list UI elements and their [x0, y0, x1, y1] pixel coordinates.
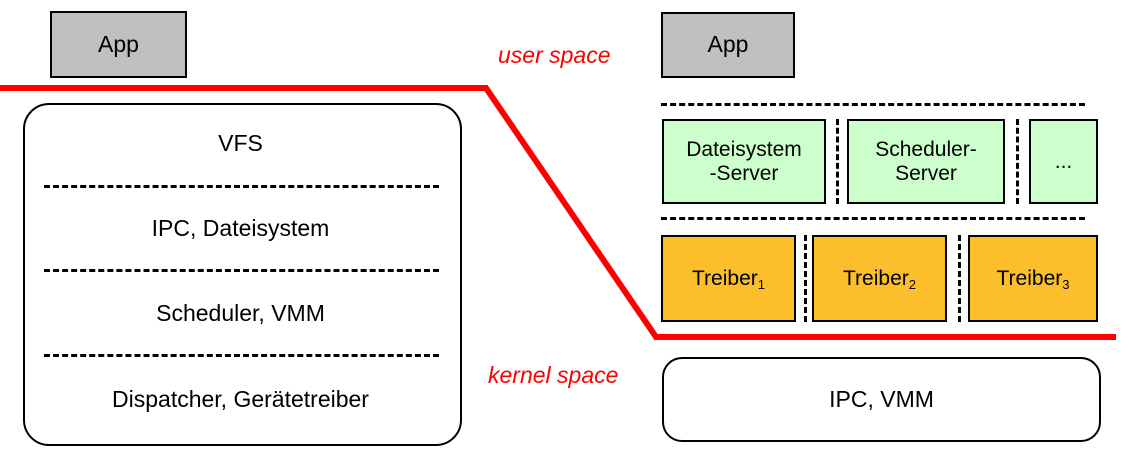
- driver-separator-1: [804, 235, 807, 322]
- server-band-top-divider: [661, 103, 1085, 106]
- kernel-divider-1: [44, 185, 439, 188]
- driver-label-name: Treiber: [692, 266, 758, 290]
- kernel-row-scheduler-vmm: Scheduler, VMM: [23, 296, 458, 330]
- driver-box-3: Treiber3: [968, 235, 1098, 322]
- driver-label-name: Treiber: [996, 266, 1063, 290]
- kernel-divider-3: [44, 354, 439, 357]
- server-separator-2: [1016, 119, 1019, 204]
- server-label-line1: Dateisystem: [686, 137, 802, 161]
- driver-box-2: Treiber2: [812, 235, 947, 322]
- server-band-bottom-divider: [661, 217, 1085, 220]
- driver-separator-2: [958, 235, 961, 322]
- server-label: Dateisystem -Server: [686, 138, 802, 185]
- server-box-ellipsis: ...: [1029, 119, 1098, 204]
- microkernel-box: IPC, VMM: [662, 357, 1101, 442]
- driver-label-index: 1: [757, 276, 765, 292]
- kernel-row-label: Dispatcher, Gerätetreiber: [112, 385, 369, 412]
- kernel-row-vfs: VFS: [23, 126, 458, 160]
- driver-label-name: Treiber: [843, 266, 909, 290]
- driver-label: Treiber2: [843, 266, 916, 292]
- left-app-label: App: [98, 30, 139, 57]
- kernel-row-dispatcher-geraetetreiber: Dispatcher, Gerätetreiber: [23, 382, 458, 416]
- server-box-scheduler: Scheduler- Server: [847, 119, 1005, 204]
- driver-label-index: 3: [1062, 276, 1070, 292]
- server-box-dateisystem: Dateisystem -Server: [662, 119, 826, 204]
- kernel-row-label: VFS: [218, 129, 263, 156]
- kernel-row-ipc-dateisystem: IPC, Dateisystem: [23, 211, 458, 245]
- kernel-space-label: kernel space: [488, 362, 619, 388]
- kernel-divider-2: [44, 269, 439, 272]
- server-label-line2: Server: [895, 161, 957, 185]
- driver-label: Treiber3: [996, 266, 1070, 292]
- microkernel-label: IPC, VMM: [829, 386, 934, 412]
- server-separator-1: [836, 119, 839, 204]
- server-label-line1: ...: [1054, 149, 1073, 173]
- driver-box-1: Treiber1: [661, 235, 796, 322]
- kernel-row-label: Scheduler, VMM: [156, 299, 325, 326]
- driver-label-index: 2: [908, 276, 916, 292]
- kernel-row-label: IPC, Dateisystem: [151, 214, 330, 241]
- right-app-label: App: [707, 31, 749, 58]
- server-label-line2: -Server: [709, 161, 779, 185]
- driver-label: Treiber1: [692, 266, 765, 292]
- user-space-label: user space: [498, 42, 611, 68]
- server-label-line1: Scheduler-: [875, 137, 977, 161]
- left-app-box: App: [50, 11, 187, 78]
- right-app-box: App: [661, 12, 795, 78]
- server-label: Scheduler- Server: [875, 138, 977, 185]
